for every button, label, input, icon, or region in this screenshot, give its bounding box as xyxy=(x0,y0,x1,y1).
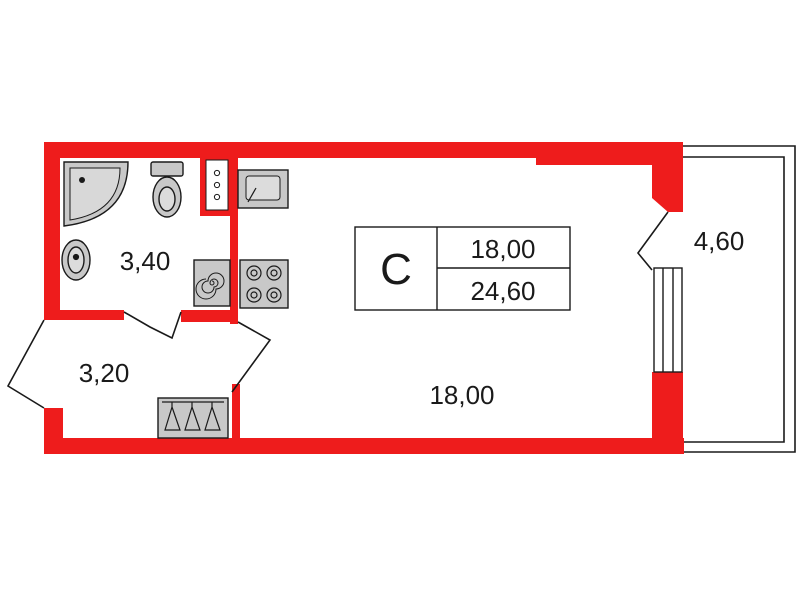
living-area-value: 18,00 xyxy=(470,234,535,264)
bathroom-area-label: 3,40 xyxy=(120,246,171,276)
sink-icon xyxy=(61,239,91,281)
stove-icon xyxy=(239,259,289,309)
toilet-icon xyxy=(150,161,184,218)
balcony-area-label: 4,60 xyxy=(694,226,745,256)
hall-area-label: 3,20 xyxy=(79,358,130,388)
washing-machine-icon xyxy=(193,259,231,307)
ventilation-shaft xyxy=(205,159,229,211)
wardrobe-hangers-icon xyxy=(157,397,229,439)
area-info-box: C 18,00 24,60 xyxy=(354,226,571,311)
balcony xyxy=(683,145,796,453)
door-swing-icon xyxy=(6,211,669,409)
shower-icon xyxy=(63,161,129,227)
total-area-value: 24,60 xyxy=(470,276,535,306)
balcony-window-icon xyxy=(653,267,683,373)
apartment-type-letter: C xyxy=(380,245,412,294)
kitchen-sink-icon xyxy=(237,169,289,209)
main-room-area-label: 18,00 xyxy=(429,380,494,410)
